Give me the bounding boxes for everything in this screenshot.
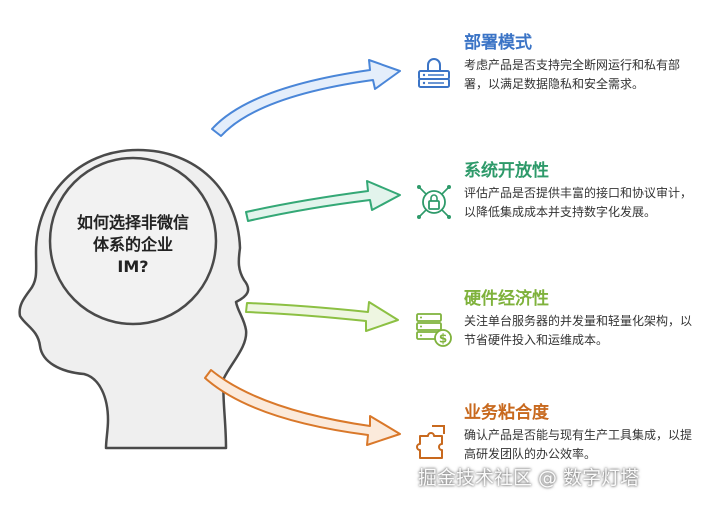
arrow-3 bbox=[245, 301, 399, 332]
center-line-1: 如何选择非微信 bbox=[76, 213, 189, 232]
item-title: 硬件经济性 bbox=[464, 289, 549, 309]
item-title: 业务粘合度 bbox=[464, 403, 549, 423]
arrow-1 bbox=[211, 59, 401, 137]
server-dollar-icon: $ bbox=[416, 313, 452, 347]
item-title: 系统开放性 bbox=[464, 161, 549, 181]
watermark: 掘金技术社区 @ 数字灯塔 bbox=[418, 467, 640, 489]
svg-text:$: $ bbox=[439, 332, 447, 346]
server-lock-icon bbox=[418, 58, 450, 88]
center-line-2: 体系的企业 bbox=[92, 235, 173, 254]
arrow-2 bbox=[245, 180, 401, 222]
center-question: 如何选择非微信 体系的企业 IM? bbox=[58, 212, 208, 278]
item-title: 部署模式 bbox=[464, 33, 532, 53]
item-description: 确认产品是否能与现有生产工具集成，以提高研发团队的办公效率。 bbox=[464, 428, 693, 461]
item-description: 评估产品是否提供丰富的接口和协议审计，以降低集成成本并支持数字化发展。 bbox=[464, 186, 693, 219]
item-description: 关注单台服务器的并发量和轻量化架构，以节省硬件投入和运维成本。 bbox=[464, 314, 693, 347]
network-lock-icon bbox=[417, 185, 451, 219]
center-circle bbox=[48, 156, 218, 326]
puzzle-icon bbox=[416, 425, 445, 459]
center-line-3: IM? bbox=[117, 257, 149, 276]
item-description: 考虑产品是否支持完全断网运行和私有部署，以满足数据隐私和安全需求。 bbox=[464, 58, 681, 91]
arrow-4 bbox=[204, 369, 401, 446]
